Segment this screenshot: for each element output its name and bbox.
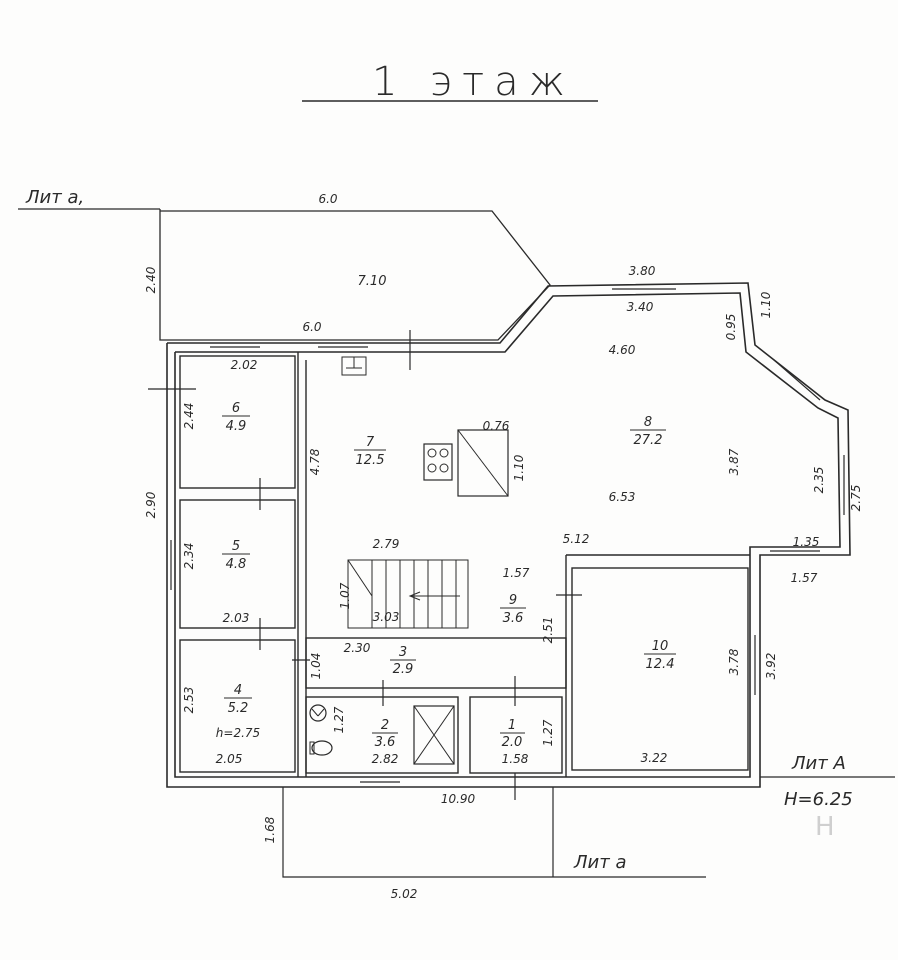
dim-6-53: 6.53 bbox=[609, 490, 636, 504]
room-9-label: 9 3.6 bbox=[500, 593, 526, 626]
room-2-label: 2 3.6 bbox=[372, 718, 398, 750]
dim-1-07: 1.07 bbox=[338, 582, 352, 609]
label-lit-a-right: Лит А bbox=[791, 753, 846, 774]
room-labels: 1 2.0 2 3.6 3 2.9 4 5.2 h=2.75 5 4.8 6 bbox=[216, 401, 676, 750]
dim-2-82: 2.82 bbox=[372, 752, 399, 766]
room-6-area: 4.9 bbox=[226, 419, 247, 434]
shaft-icon bbox=[413, 705, 455, 765]
dim-4-78: 4.78 bbox=[308, 448, 322, 475]
dim-3-03: 3.03 bbox=[373, 610, 400, 624]
room-5-number: 5 bbox=[232, 539, 240, 554]
room-3-area: 2.9 bbox=[393, 662, 414, 677]
interior-walls bbox=[179, 352, 750, 777]
dim-2-51: 2.51 bbox=[541, 617, 555, 644]
room-4-height: h=2.75 bbox=[216, 726, 260, 740]
sink-icon bbox=[309, 704, 327, 722]
room-9-area: 3.6 bbox=[503, 611, 524, 626]
dim-1-10a: 1.10 bbox=[759, 291, 773, 318]
room-7-number: 7 bbox=[366, 435, 375, 450]
room-8-number: 8 bbox=[644, 415, 652, 430]
room-10-area: 12.4 bbox=[646, 657, 675, 672]
room-6-label: 6 4.9 bbox=[222, 401, 250, 434]
dim-1-04: 1.04 bbox=[309, 653, 323, 680]
room-5-label: 5 4.8 bbox=[222, 539, 250, 572]
dim-2-90: 2.90 bbox=[144, 491, 158, 518]
dim-2-44: 2.44 bbox=[182, 403, 196, 430]
staircase bbox=[347, 559, 469, 629]
terrace-outline bbox=[159, 209, 551, 341]
dim-3-22: 3.22 bbox=[641, 751, 668, 765]
dim-2-03: 2.03 bbox=[223, 611, 250, 625]
dim-6-0-top: 6.0 bbox=[318, 192, 337, 206]
room-8-label: 8 27.2 bbox=[630, 415, 666, 448]
dim-2-30: 2.30 bbox=[344, 641, 371, 655]
room-8-area: 27.2 bbox=[634, 433, 663, 448]
dim-3-87: 3.87 bbox=[727, 448, 741, 475]
room-2-number: 2 bbox=[381, 718, 389, 733]
dim-2-79: 2.79 bbox=[373, 537, 400, 551]
room-10-label: 10 12.4 bbox=[644, 639, 676, 672]
room-4-number: 4 bbox=[234, 683, 242, 698]
room-6-number: 6 bbox=[232, 401, 240, 416]
dim-2-02: 2.02 bbox=[231, 358, 258, 372]
dim-2-53: 2.53 bbox=[182, 687, 196, 714]
watermark: Н bbox=[815, 812, 835, 842]
room-7-area: 12.5 bbox=[356, 453, 385, 468]
label-lit-a-top: Лит а, bbox=[25, 187, 84, 208]
dim-1-27b: 1.27 bbox=[541, 719, 555, 746]
dim-2-40: 2.40 bbox=[144, 266, 158, 293]
room-10-number: 10 bbox=[652, 639, 669, 654]
dim-1-57b: 1.57 bbox=[791, 571, 818, 585]
dim-0-95: 0.95 bbox=[724, 314, 738, 341]
stove-icon bbox=[423, 443, 453, 481]
room-3-number: 3 bbox=[399, 645, 407, 660]
dim-1-58: 1.58 bbox=[502, 752, 529, 766]
dim-0-76: 0.76 bbox=[483, 419, 510, 433]
dim-4-60: 4.60 bbox=[609, 343, 636, 357]
room-5-area: 4.8 bbox=[226, 557, 247, 572]
room-4-area: 5.2 bbox=[228, 701, 249, 716]
dimension-labels: 6.0 6.0 3.80 3.40 4.60 2.02 0.76 6.53 2.… bbox=[144, 192, 863, 901]
room-7-label: 7 12.5 bbox=[354, 435, 386, 468]
dim-5-12: 5.12 bbox=[563, 532, 590, 546]
dim-10-90: 10.90 bbox=[441, 792, 476, 806]
room-9-number: 9 bbox=[509, 593, 517, 608]
room-3-label: 3 2.9 bbox=[390, 645, 416, 677]
annex-outline bbox=[282, 787, 706, 878]
plan-title: 1 этаж bbox=[372, 59, 575, 105]
dim-5-02: 5.02 bbox=[391, 887, 418, 901]
outer-walls bbox=[166, 282, 851, 788]
label-height: H=6.25 bbox=[784, 789, 853, 810]
dim-2-35: 2.35 bbox=[812, 467, 826, 494]
dim-2-34: 2.34 bbox=[182, 543, 196, 570]
dim-6-0: 6.0 bbox=[302, 320, 321, 334]
terrace-area: 7.10 bbox=[358, 274, 387, 289]
dim-2-75: 2.75 bbox=[849, 485, 863, 512]
room-1-label: 1 2.0 bbox=[500, 718, 525, 750]
room-1-number: 1 bbox=[508, 718, 516, 733]
dim-1-10b: 1.10 bbox=[512, 454, 526, 481]
label-lit-a-bottom: Лит а bbox=[573, 852, 626, 873]
dim-1-68: 1.68 bbox=[263, 816, 277, 843]
vent-icon bbox=[341, 356, 367, 376]
door-marks bbox=[148, 330, 582, 800]
dim-3-92: 3.92 bbox=[764, 653, 778, 680]
dim-3-80: 3.80 bbox=[629, 264, 656, 278]
dim-1-57a: 1.57 bbox=[503, 566, 530, 580]
toilet-icon bbox=[309, 740, 333, 756]
dim-1-35: 1.35 bbox=[793, 535, 820, 549]
room-1-area: 2.0 bbox=[502, 735, 523, 750]
room-2-area: 3.6 bbox=[375, 735, 396, 750]
chimney-icon bbox=[457, 429, 509, 497]
dim-1-27a: 1.27 bbox=[332, 706, 346, 733]
room-4-label: 4 5.2 h=2.75 bbox=[216, 683, 260, 740]
dim-3-40: 3.40 bbox=[627, 300, 654, 314]
dim-2-05: 2.05 bbox=[216, 752, 243, 766]
windows bbox=[170, 288, 845, 783]
dim-3-78: 3.78 bbox=[727, 648, 741, 675]
